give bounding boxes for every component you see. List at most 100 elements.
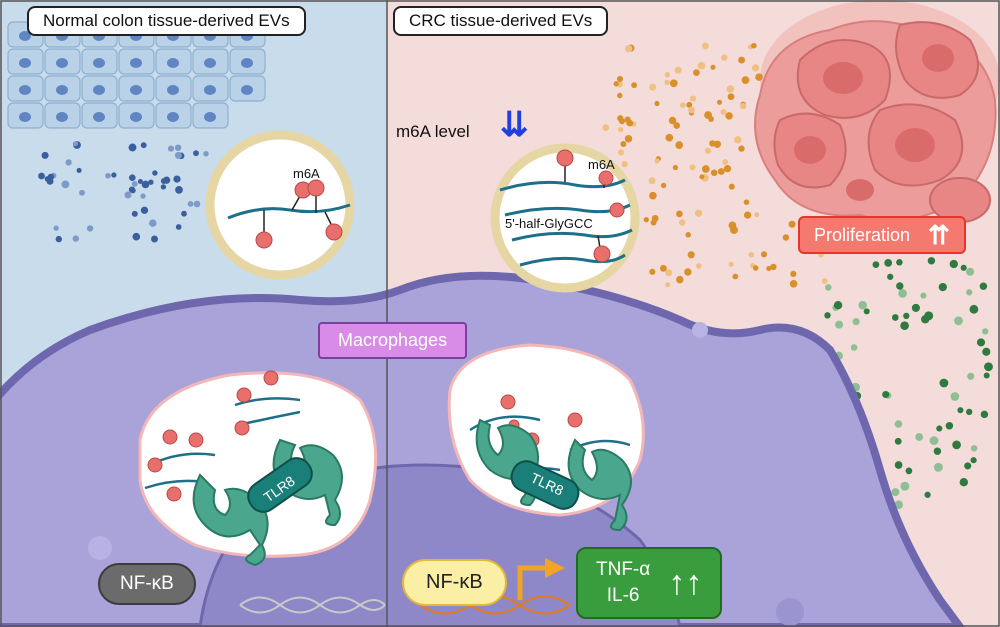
ev-particle	[649, 83, 657, 91]
ev-particle	[620, 141, 627, 147]
ev-particle	[617, 92, 623, 99]
ev-particle	[44, 176, 51, 182]
cytokine-particle	[900, 481, 910, 491]
trf-label: 5'-half-GlyGCC	[505, 216, 593, 231]
ev-particle	[725, 112, 733, 120]
cytokine-particle	[863, 308, 870, 315]
ev-particle	[181, 210, 187, 217]
cytokine-particle	[970, 445, 978, 452]
ev-particle	[649, 191, 657, 200]
ev-particle	[790, 270, 797, 278]
m6a-down-arrows: ⇊	[500, 106, 529, 144]
cytokine-particle	[882, 390, 890, 399]
cytokine-particle	[900, 321, 909, 331]
cytokine-particle	[894, 437, 902, 445]
cytokine-particle	[970, 457, 977, 464]
ev-particle	[193, 150, 199, 157]
ev-particle	[173, 175, 181, 183]
cell-nucleus	[241, 58, 253, 68]
ev-particle	[704, 111, 713, 120]
dna-helix-left	[239, 596, 386, 614]
ev-particle	[654, 100, 660, 107]
ev-particle	[665, 133, 674, 142]
ev-particle	[697, 61, 706, 70]
ev-particle	[203, 150, 209, 157]
cytokine-particle	[950, 392, 960, 401]
ev-particle	[140, 142, 147, 149]
ev-particle	[132, 232, 141, 241]
cytokine-particle	[979, 282, 988, 290]
ev-particle	[743, 211, 752, 219]
ev-particle	[175, 186, 183, 194]
ev-particle	[631, 82, 638, 89]
ev-particle	[619, 118, 625, 125]
cytokine-particle	[858, 300, 867, 310]
cytokine-particle	[939, 378, 949, 388]
ev-particle	[717, 168, 725, 175]
cytokine-particle	[824, 312, 831, 319]
cytokine-particle	[964, 462, 972, 470]
ev-particle	[701, 165, 710, 173]
cytokine-particle	[927, 257, 936, 265]
left-panel-title: Normal colon tissue-derived EVs	[27, 6, 306, 36]
cell-nucleus	[167, 58, 179, 68]
ev-particle	[152, 170, 158, 176]
tnf-alpha-label: TNF-α	[596, 559, 651, 580]
ev-particle	[689, 164, 696, 171]
cytokine-particle	[891, 488, 900, 497]
ev-particle	[659, 264, 667, 272]
cell-nucleus	[204, 112, 216, 122]
cytokine-particle	[852, 318, 860, 326]
cytokine-particle	[894, 420, 903, 428]
ev-particle	[680, 102, 686, 108]
ev-particle	[755, 73, 763, 81]
cytokine-particle	[952, 440, 961, 450]
nfkb-right: NF-κB	[402, 559, 507, 606]
ev-particle	[665, 269, 673, 277]
ev-particle	[193, 200, 201, 208]
crc-ev-particles	[602, 42, 828, 288]
ev-particle	[174, 144, 182, 151]
ev-particle	[710, 64, 716, 70]
ev-particle	[602, 124, 610, 131]
cytokine-particle	[887, 273, 894, 280]
ev-particle	[38, 172, 45, 180]
cell-nucleus	[19, 58, 31, 68]
ev-left	[205, 130, 355, 280]
ev-particle	[675, 141, 684, 149]
cytokine-particle	[896, 282, 904, 290]
cytokine-particle	[850, 344, 858, 351]
ev-particle	[175, 224, 182, 230]
ev-particle	[79, 189, 85, 196]
ev-particle	[617, 126, 624, 133]
ev-particle	[140, 193, 146, 199]
ev-particle	[754, 212, 760, 218]
ev-particle	[141, 180, 150, 189]
cell-nucleus	[19, 112, 31, 122]
ev-particle	[124, 191, 132, 199]
ev-particle	[770, 263, 777, 271]
tumor-cells	[754, 0, 1000, 223]
ev-particle	[111, 172, 117, 178]
ev-particle	[684, 268, 692, 276]
cytokine-particle	[954, 316, 963, 326]
ev-particle	[72, 235, 79, 242]
proliferation-up-arrows: ⇈	[928, 220, 950, 250]
cytokine-particle	[966, 289, 973, 296]
ev-particle	[740, 102, 747, 110]
cytokine-particle	[911, 303, 920, 312]
ev-particle	[728, 183, 735, 190]
ev-particle	[693, 69, 700, 76]
ev-particle	[654, 158, 660, 164]
cytokine-particle	[980, 410, 989, 419]
cytokine-particle	[957, 407, 964, 414]
ev-particle	[53, 225, 59, 231]
cytokine-particle	[924, 491, 931, 498]
ev-particle	[41, 151, 49, 159]
ev-particle	[55, 235, 62, 243]
ev-particle	[721, 54, 728, 61]
ev-particle	[686, 101, 693, 108]
ev-particle	[668, 116, 677, 125]
cytokine-particle	[884, 259, 893, 267]
